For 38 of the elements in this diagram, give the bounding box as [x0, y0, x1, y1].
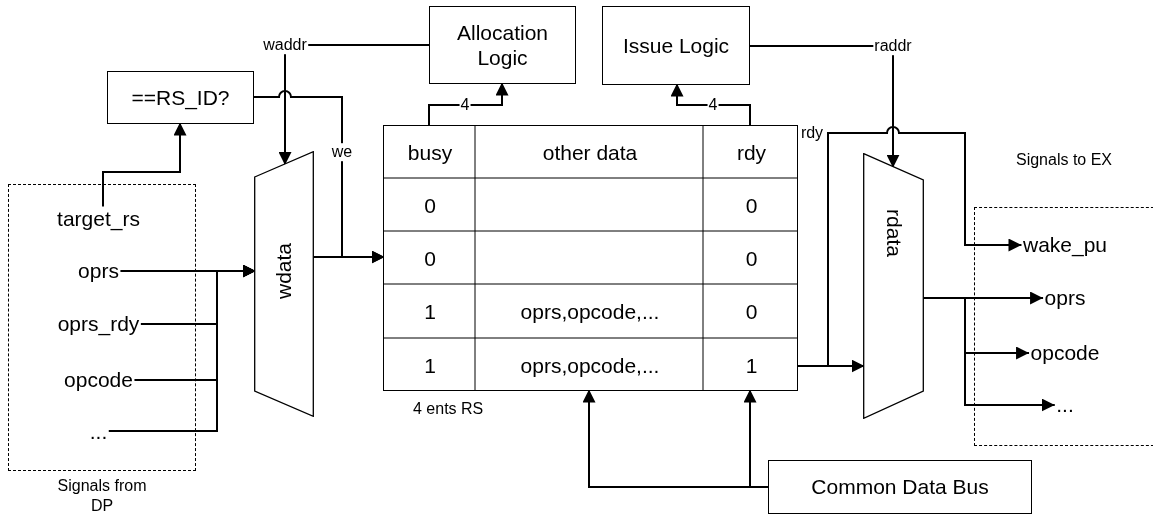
logic-box: ==RS_ID? — [107, 71, 254, 124]
mux-label: rdata — [881, 208, 906, 257]
edge-label: waddr — [262, 36, 308, 54]
table-cell-text: busy — [406, 139, 454, 166]
signal-name: oprs — [75, 257, 122, 285]
signal-name: ... — [1053, 391, 1077, 419]
arrow — [921, 297, 1056, 412]
logic-box: Allocation Logic — [429, 6, 576, 84]
signal-name: opcode — [1027, 339, 1103, 367]
signal-name: oprs_rdy — [54, 310, 143, 338]
table-cell-text: 1 — [423, 299, 437, 325]
group-caption: Signals from DP — [56, 476, 148, 516]
edge-label: we — [330, 143, 354, 161]
table-cell-text: 0 — [423, 245, 437, 272]
multiplexer-symbol — [863, 153, 924, 419]
table-cell-text: oprs,opcode,... — [519, 352, 661, 379]
signal-name: opcode — [61, 366, 136, 394]
multiplexer-symbol — [254, 151, 314, 417]
table-cell-text: other data — [541, 139, 639, 166]
edge-label: raddr — [873, 37, 913, 55]
table-caption: 4 ents RS — [413, 399, 485, 419]
table-cell-text: oprs,opcode,... — [519, 299, 661, 325]
group-caption: Signals to EX — [1014, 150, 1114, 170]
logic-box: Common Data Bus — [768, 460, 1032, 514]
table-cell-text: 0 — [744, 299, 759, 325]
table-cell-text: 0 — [744, 245, 759, 272]
logic-box: Issue Logic — [602, 6, 750, 85]
edge-label: rdy — [799, 124, 825, 142]
table-cell-text: 0 — [423, 192, 437, 219]
signal-name: oprs — [1041, 284, 1089, 312]
mux-label: wdata — [272, 242, 296, 299]
table-cell-text: 0 — [744, 192, 759, 219]
table-cell-text: 1 — [423, 352, 437, 379]
signal-name: wake_pu — [1019, 231, 1111, 259]
table-cell-text: rdy — [735, 139, 768, 166]
signal-name: ... — [86, 418, 111, 446]
signal-name: target_rs — [54, 205, 143, 233]
table-cell-text: 1 — [744, 352, 759, 379]
